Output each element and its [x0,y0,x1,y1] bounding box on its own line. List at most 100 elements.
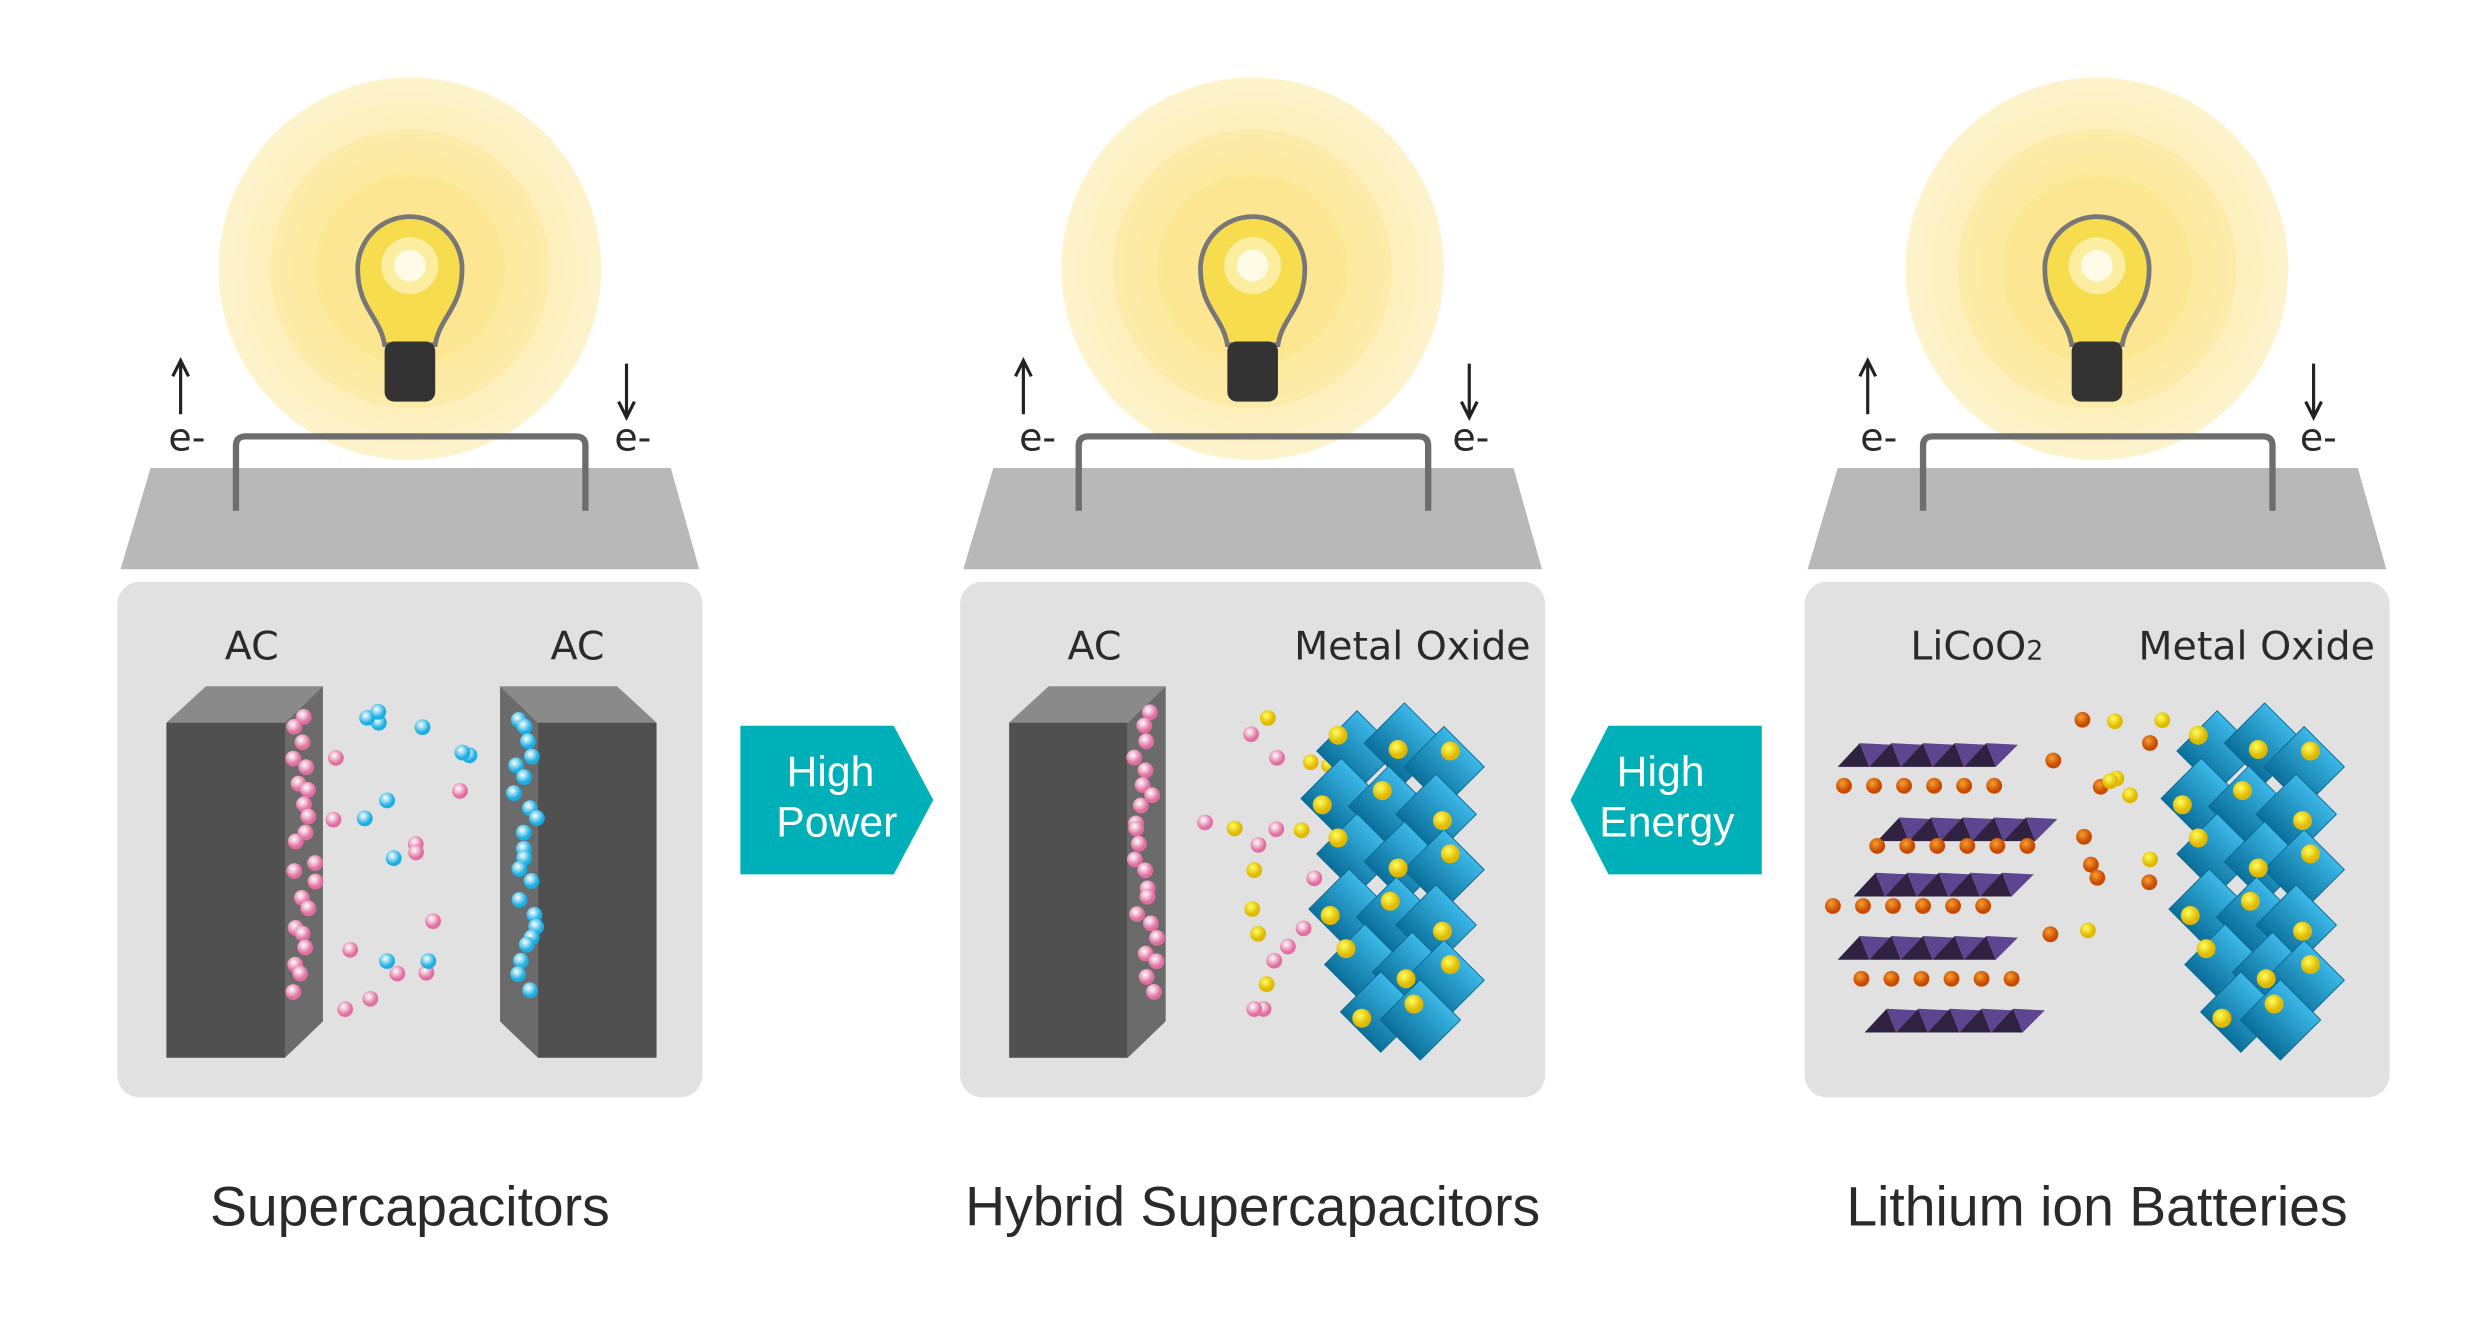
ion [379,953,395,969]
octahedron-dark [1837,936,1870,960]
lithium-ion [2180,905,2200,925]
electrode-top [500,686,657,723]
arrow-label-line2: Power [776,798,897,846]
octahedron-light [1930,817,1963,842]
ion [1130,835,1147,852]
ion [515,824,532,841]
lithium-ion [2240,891,2260,911]
ion [1141,704,1158,721]
octahedron-dark [1853,872,1886,897]
ion [2089,869,2106,886]
arrow-label-line1: High [1617,748,1705,796]
ion [342,941,359,958]
lithium-ion [1853,970,1870,987]
ion [295,708,312,725]
ion [1295,920,1312,937]
ion [337,1001,354,1018]
ion [528,810,545,826]
activated-carbon-electrode [1009,686,1166,1058]
panel-supercapacitors [117,77,703,1098]
ion [1144,787,1161,804]
ion [523,748,540,765]
octahedron-dark [1877,817,1909,842]
ion [1136,717,1153,734]
octahedron-dark [1979,872,2012,897]
lithium-ion [2293,921,2313,941]
electrode-top [166,686,323,723]
ion [1129,906,1146,922]
high-power-arrow: High Power [740,725,934,875]
ion [1259,710,1276,726]
lithium-ion [2003,970,2020,987]
octahedron-light [1938,872,1971,897]
ion [300,900,317,917]
lithium-ion [1440,741,1460,761]
ion [526,906,543,923]
ion [1268,821,1285,838]
lithium-ion [1312,795,1332,815]
octahedron-light [1994,817,2026,842]
arrow-up-icon [1014,356,1033,415]
lithium-ion [1440,955,1460,974]
electrode-label-left: AC [225,623,279,669]
arrow-label-line2: Energy [1599,798,1735,846]
ion [285,750,302,767]
octahedron-dark [1900,743,1933,767]
electron-label: e- [1860,416,1897,460]
ion [408,844,424,861]
circuit-wire [1075,433,1432,511]
ion [389,965,406,982]
octahedron-light [1875,872,1908,897]
electrode-label-left: AC [1068,623,1122,669]
octahedron-dark [1896,1008,1928,1033]
ion [520,733,536,750]
lithium-ion [1855,898,1871,914]
high-energy-arrow: High Energy [1570,725,1762,875]
lithium-ion [1943,970,1960,987]
octahedron-dark [1908,817,1941,842]
ion [297,939,314,956]
electrode-label-right: Metal Oxide [1294,623,1531,669]
ion [505,785,522,801]
octahedron-dark [1932,936,1965,960]
lithium-ion [2188,828,2208,848]
lithium-ion [1975,898,1992,914]
arrow-up-icon [1858,356,1878,415]
octahedron-light [1986,936,2018,960]
arrow-label-line1: High [787,748,875,796]
ion [298,759,315,776]
ion [362,990,379,1007]
lithium-ion [1899,838,1916,854]
ion [1137,762,1154,779]
lithium-ion [1825,898,1841,914]
octahedron-dark [1964,743,1996,767]
ion [356,810,373,827]
crystal-octahedron [1379,978,1462,1061]
ion [1269,749,1285,766]
ion [287,833,304,850]
lithium-ion [1380,891,1400,911]
electrode-front [537,722,657,1058]
ion [1197,814,1213,831]
arrow-up-icon [171,356,190,415]
battery-lid [963,468,1542,570]
octahedron-light [1859,743,1892,767]
ion [1279,938,1296,955]
ion [425,913,441,930]
lithium-ion [1869,838,1886,854]
ion [420,953,437,969]
ion [1148,953,1165,970]
bulb-base [384,341,436,402]
crystal-octahedron [2263,828,2346,911]
ion [508,757,525,774]
lithium-ion [1396,969,1416,989]
electron-label: e- [168,416,205,460]
lithium-ion [2232,781,2252,801]
octahedron-dark [1932,743,1965,767]
octahedron-light [1954,936,1987,960]
ion [1246,1001,1263,1017]
ion [385,850,402,867]
ion [523,873,540,889]
ion [414,719,431,736]
octahedron-light [2002,872,2034,897]
